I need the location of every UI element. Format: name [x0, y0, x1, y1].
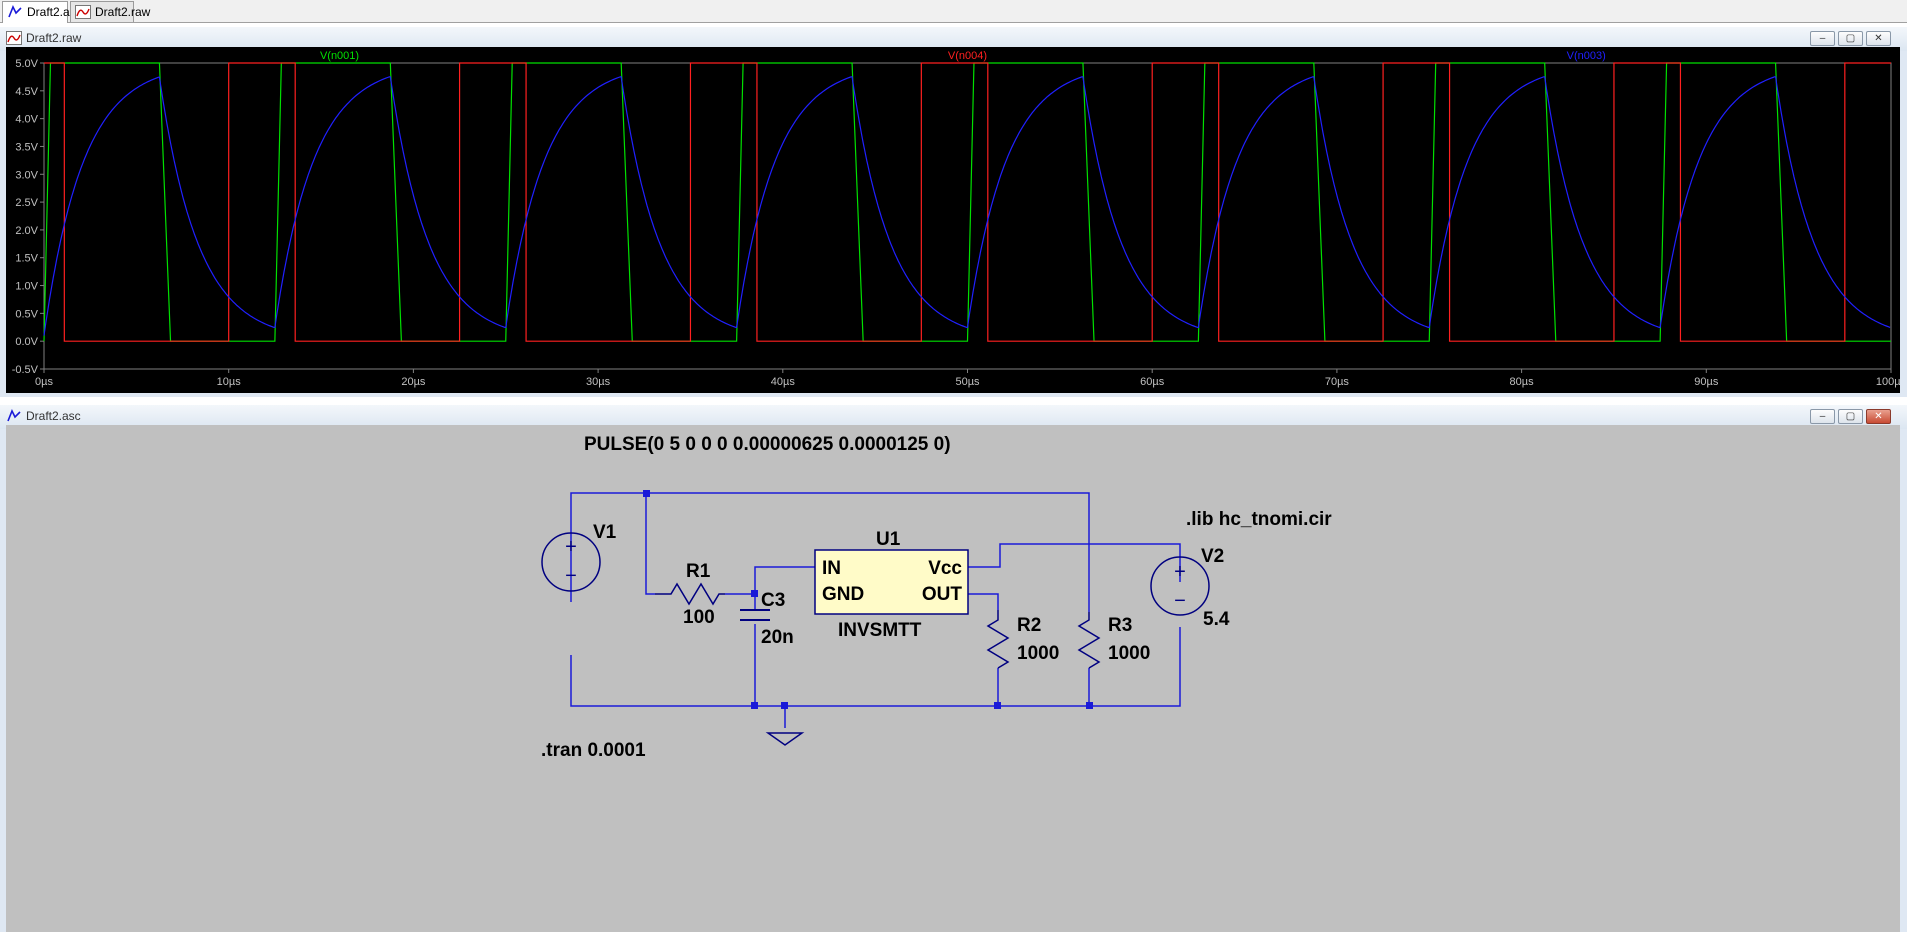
- y-tick-label: 3.5V: [15, 141, 38, 153]
- x-tick-label: 30µs: [586, 376, 611, 388]
- u1-model: INVSMTT: [838, 620, 922, 641]
- schematic-icon: [8, 5, 22, 18]
- y-tick-label: -0.5V: [12, 364, 39, 376]
- tab-draft2-raw[interactable]: Draft2.raw: [70, 1, 150, 22]
- u1-label: U1: [876, 529, 901, 550]
- svg-text:+: +: [1174, 561, 1186, 583]
- schematic-canvas[interactable]: + − V1 + − V2 5.4 R1 100 C3 20n R2 1000: [6, 425, 1900, 932]
- v1-label: V1: [593, 522, 617, 543]
- window-title: Draft2.raw: [26, 31, 82, 45]
- pulse-directive[interactable]: PULSE(0 5 0 0 0 0.00000625 0.0000125 0): [584, 434, 951, 455]
- y-tick-label: 1.5V: [15, 253, 38, 265]
- close-button[interactable]: ✕: [1866, 409, 1891, 424]
- x-tick-label: 40µs: [771, 376, 796, 388]
- c3-label: C3: [761, 590, 785, 611]
- waveform-plot[interactable]: 5.0V 4.5V 4.0V 3.5V 3.0V 2.5V 2.0V 1.5V 1.0V 0.5V…: [6, 47, 1900, 393]
- y-tick-label: 0.0V: [15, 336, 38, 348]
- window-title: Draft2.asc: [26, 409, 81, 423]
- u1-pin-vcc: Vcc: [928, 558, 962, 579]
- x-tick-label: 70µs: [1325, 376, 1350, 388]
- x-tick-label: 20µs: [401, 376, 426, 388]
- v2-label: V2: [1201, 546, 1224, 567]
- schematic-icon: [7, 409, 21, 422]
- y-tick-label: 1.0V: [15, 281, 38, 293]
- maximize-button[interactable]: ▢: [1838, 409, 1863, 424]
- series-v-n003: [43, 76, 1891, 336]
- resistor-r1[interactable]: [655, 582, 725, 606]
- r3-label: R3: [1108, 615, 1132, 636]
- x-tick-label: 10µs: [217, 376, 242, 388]
- tab-bar: Draft2.asc Draft2.raw: [0, 0, 1907, 23]
- series-v-n001: [43, 62, 1891, 342]
- u1-pin-in: IN: [822, 558, 841, 579]
- minimize-button[interactable]: ‒: [1810, 31, 1835, 46]
- legend-vn003: V(n003): [1567, 50, 1606, 62]
- source-v2[interactable]: + −: [1150, 556, 1210, 616]
- maximize-button[interactable]: ▢: [1838, 31, 1863, 46]
- r1-label: R1: [686, 561, 711, 582]
- ground-symbol[interactable]: [765, 732, 805, 746]
- x-tick-label: 60µs: [1140, 376, 1165, 388]
- r1-value: 100: [683, 607, 715, 628]
- tab-label: Draft2.raw: [95, 5, 151, 19]
- svg-text:−: −: [1174, 590, 1186, 612]
- legend-vn004: V(n004): [948, 50, 987, 62]
- y-tick-label: 5.0V: [15, 58, 38, 70]
- c3-value: 20n: [761, 627, 794, 648]
- waveform-icon: [6, 31, 22, 45]
- plot-background: [6, 47, 1900, 393]
- resistor-r2[interactable]: [986, 610, 1010, 669]
- tab-draft2-asc[interactable]: Draft2.asc: [2, 1, 82, 23]
- waveform-window: Draft2.raw ‒ ▢ ✕ 5.0V 4.5V 4.0V 3.5V 3.0V 2.5…: [0, 27, 1907, 397]
- y-tick-label: 0.5V: [15, 308, 38, 320]
- v2-value: 5.4: [1203, 609, 1230, 630]
- x-tick-label: 100µs: [1876, 376, 1900, 388]
- r2-value: 1000: [1017, 643, 1059, 664]
- series-v-n004: [44, 62, 1891, 342]
- y-tick-label: 4.5V: [15, 86, 38, 98]
- x-tick-label: 90µs: [1694, 376, 1719, 388]
- y-tick-label: 2.0V: [15, 225, 38, 237]
- schematic-window: Draft2.asc ‒ ▢ ✕: [0, 405, 1907, 932]
- minimize-button[interactable]: ‒: [1810, 409, 1835, 424]
- resistor-r3[interactable]: [1077, 612, 1101, 669]
- close-button[interactable]: ✕: [1866, 31, 1891, 46]
- svg-text:−: −: [565, 565, 577, 587]
- x-tick-label: 0µs: [35, 376, 53, 388]
- ic-u1[interactable]: [814, 549, 969, 615]
- y-tick-label: 4.0V: [15, 114, 38, 126]
- y-tick-label: 3.0V: [15, 169, 38, 181]
- r2-label: R2: [1017, 615, 1041, 636]
- legend-vn001: V(n001): [320, 50, 359, 62]
- waveform-icon: [75, 5, 91, 19]
- x-tick-label: 80µs: [1510, 376, 1535, 388]
- y-tick-label: 2.5V: [15, 197, 38, 209]
- svg-text:+: +: [565, 536, 577, 558]
- r3-value: 1000: [1108, 643, 1150, 664]
- capacitor-c3[interactable]: [740, 609, 770, 621]
- tran-directive[interactable]: .tran 0.0001: [541, 740, 646, 761]
- lib-directive[interactable]: .lib hc_tnomi.cir: [1186, 509, 1332, 530]
- tab-label: Draft2.asc: [27, 5, 82, 19]
- junction-dots: [643, 490, 1093, 709]
- x-tick-label: 50µs: [955, 376, 980, 388]
- u1-pin-gnd: GND: [822, 584, 864, 605]
- source-v1[interactable]: + −: [541, 532, 601, 592]
- u1-pin-out: OUT: [922, 584, 963, 605]
